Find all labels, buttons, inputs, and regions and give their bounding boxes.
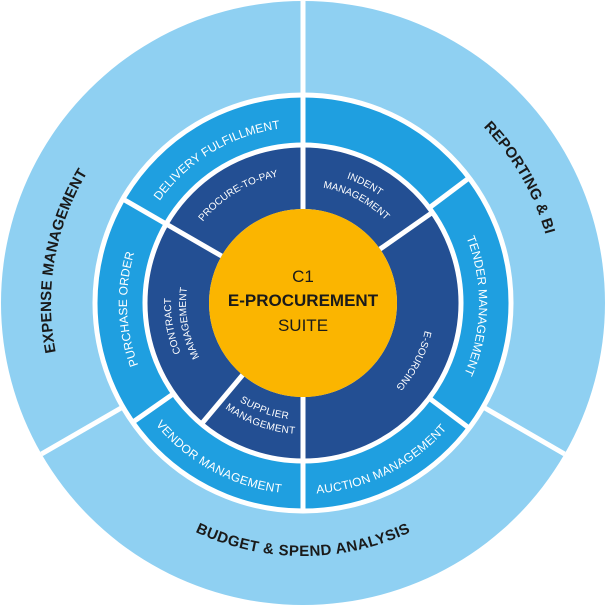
center-label-c1: C1 [292,267,314,286]
divider-line [121,196,168,227]
inner-sector-p2p [166,145,303,256]
ring-boundary [142,142,464,464]
ring-boundary [92,92,514,514]
divider-line [427,396,471,431]
divider-line [427,175,471,210]
divider-line [481,404,566,457]
ring-dividers [40,1,566,514]
middle-sector-delivery [122,95,303,224]
divider-line [164,221,223,259]
outer-sector-budget [41,407,565,605]
outer-sector-expense [0,1,303,454]
divider-line [40,404,125,457]
middle-sector-purchase [94,199,174,423]
outer-sector-reporting [303,1,605,454]
center-label-suite: SUITE [278,316,328,335]
middle-sector-reporting-bi [303,95,470,208]
divider-line [378,210,434,252]
divider-line [131,391,176,425]
middle-sector-auction [303,398,470,511]
center-label-eprocurement: E-PROCUREMENT [228,291,379,310]
inner-sector-contract [145,224,243,425]
middle-sector-vendor [132,393,303,511]
inner-sector-esourcing [303,212,461,461]
divider-line [199,373,245,426]
center-circle [209,209,397,397]
inner-sector-indent [303,145,433,250]
